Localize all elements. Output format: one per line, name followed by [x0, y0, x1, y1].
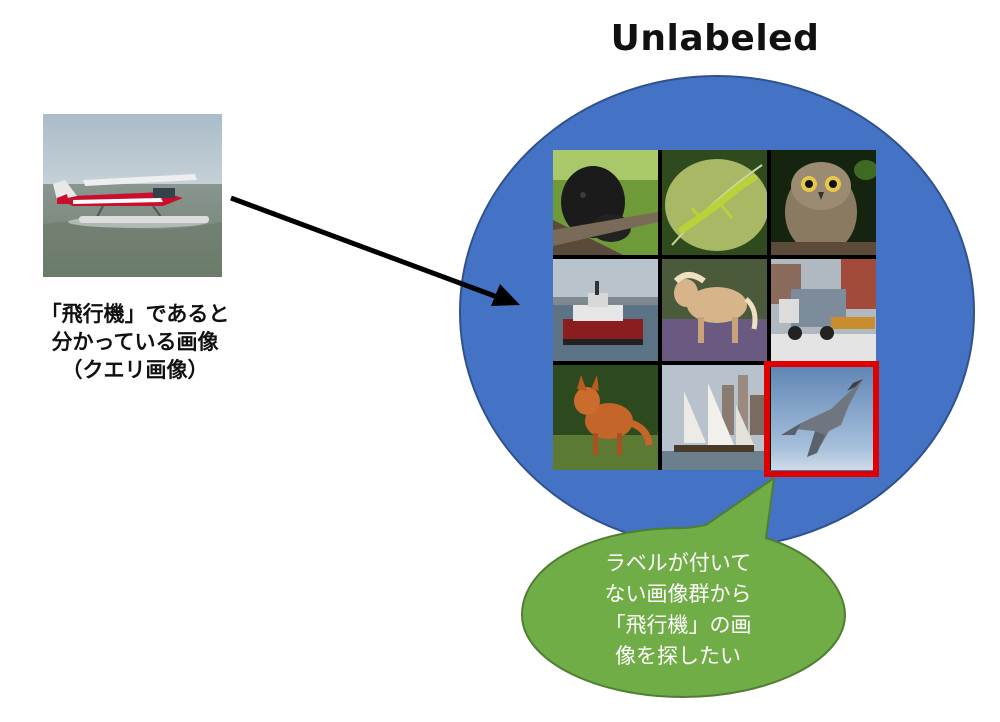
bubble-line-2: ない画像群から — [604, 582, 752, 606]
bubble-line-4: 像を探したい — [615, 644, 741, 668]
bubble-line-3: 「飛行機」の画 — [604, 613, 752, 637]
image-tile-fox — [553, 365, 658, 470]
image-tile-truck — [771, 259, 876, 361]
image-tile-owl — [771, 150, 876, 255]
image-tile-horse — [662, 259, 767, 361]
query-image-seaplane — [43, 114, 222, 277]
image-tile-dog — [553, 150, 658, 255]
image-tile-lizard — [662, 150, 767, 255]
unlabeled-image-grid — [553, 150, 879, 477]
bubble-line-1: ラベルが付いて — [604, 551, 752, 575]
query-caption: 「飛行機」であると 分かっている画像 （クエリ画像） — [20, 300, 250, 384]
speech-bubble-text: ラベルが付いて ない画像群から 「飛行機」の画 像を探したい — [578, 548, 778, 672]
image-tile-ship — [553, 259, 658, 361]
image-tile-jet — [771, 365, 876, 470]
speech-bubble — [520, 475, 847, 699]
query-caption-line-1: 「飛行機」であると — [40, 302, 230, 326]
diagram-title: Unlabeled — [610, 18, 820, 59]
query-caption-line-3: （クエリ画像） — [61, 358, 209, 382]
query-arrow-head — [491, 284, 520, 306]
query-arrow-line — [230, 195, 501, 301]
highlight-frame — [764, 361, 879, 477]
image-tile-sailboat — [662, 365, 767, 470]
query-caption-line-2: 分かっている画像 — [51, 330, 219, 354]
